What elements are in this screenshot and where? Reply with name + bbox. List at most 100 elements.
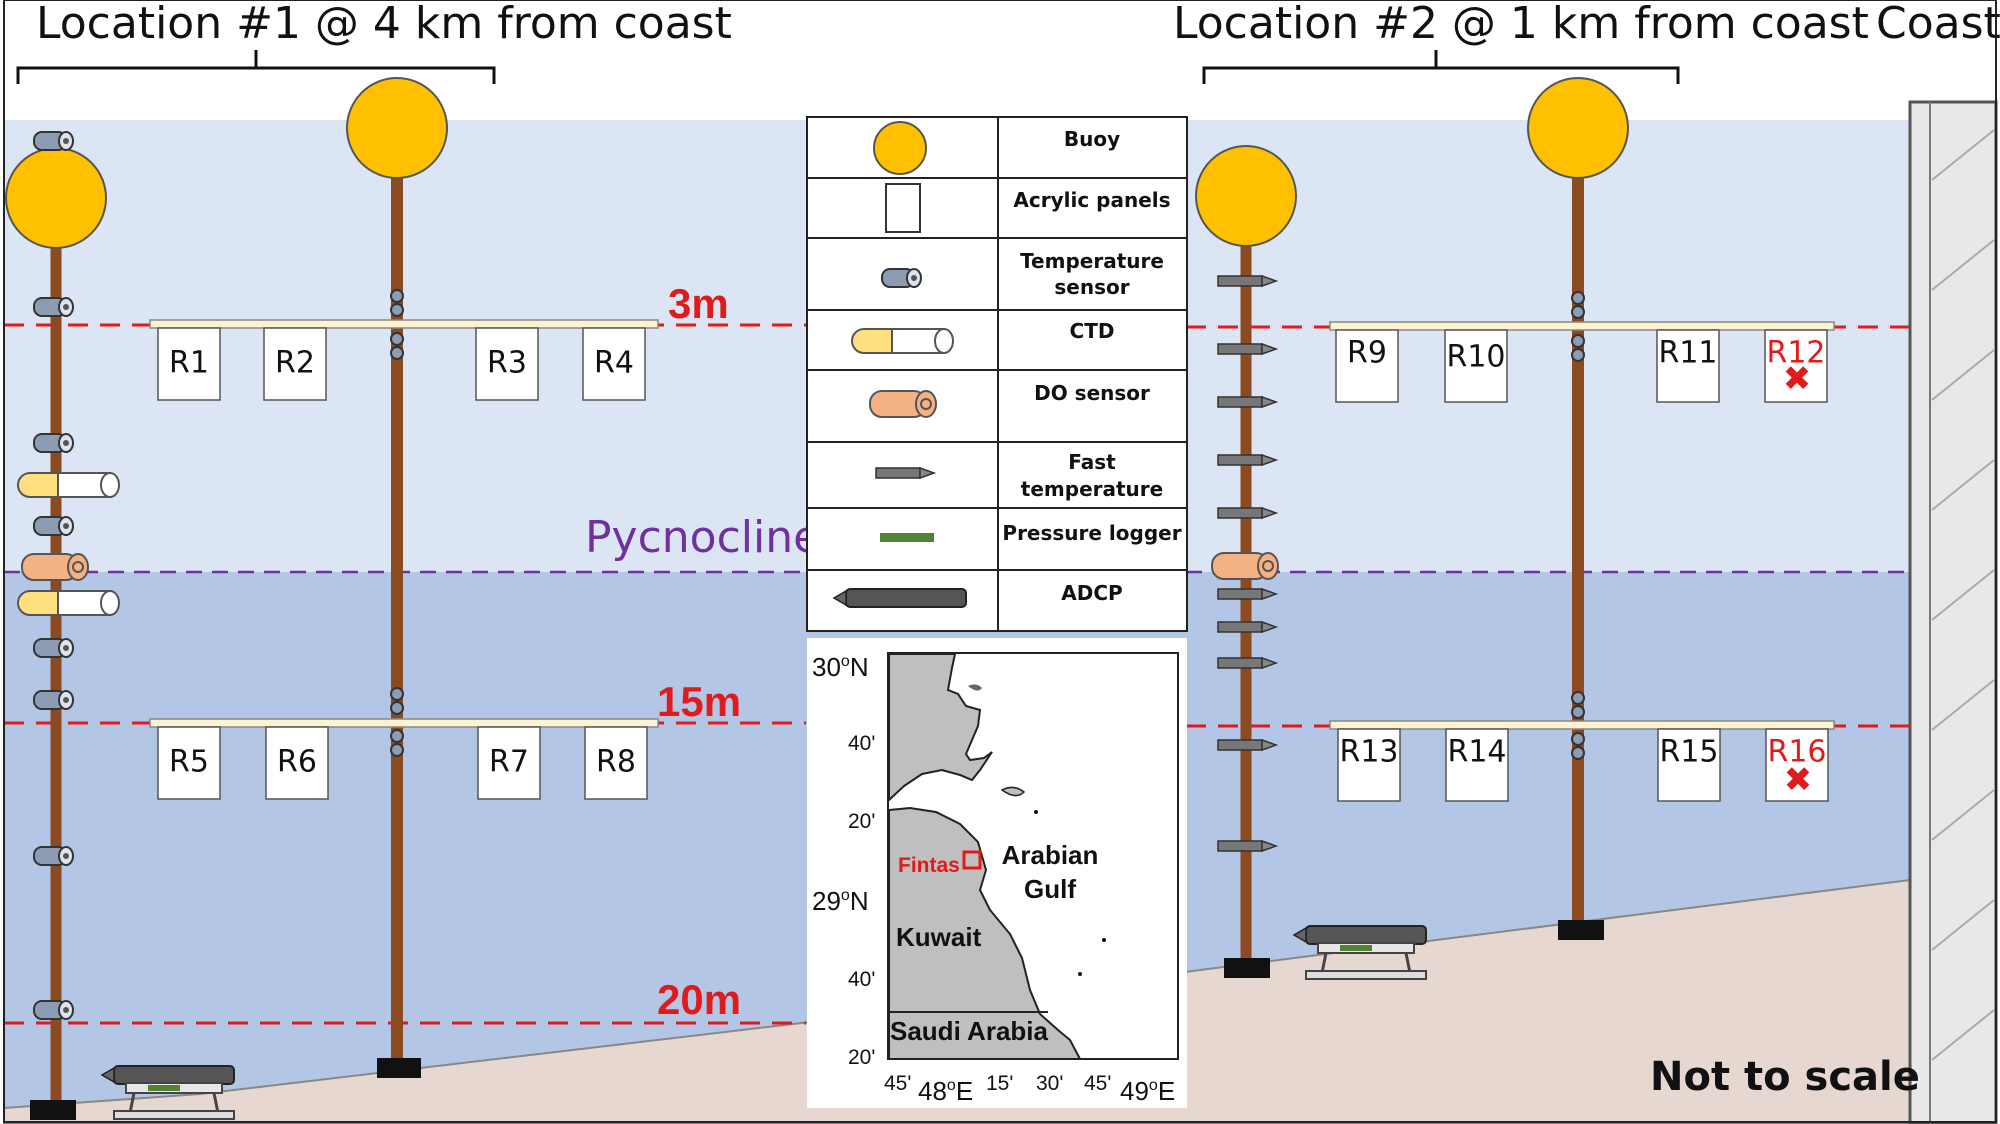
legend-ctd-label: CTD <box>1070 319 1115 343</box>
panel-r6: R6 <box>265 726 329 800</box>
location-2-title: Location #2 @ 1 km from coast <box>1173 0 1869 49</box>
lat-30-label: 30oN <box>812 652 869 682</box>
fintas-marker <box>962 850 982 870</box>
legend-temp-label-2: sensor <box>1054 275 1129 299</box>
lat-20-label: 20' <box>848 810 875 833</box>
kuwait-land <box>888 806 1082 1060</box>
panel-r7: R7 <box>477 726 541 800</box>
lat-40-label: 40' <box>848 732 875 755</box>
fast-temperature-icon <box>1217 343 1277 355</box>
panel-r12: R12✖ <box>1764 329 1828 403</box>
saudi-arabia-label: Saudi Arabia <box>890 1016 1049 1046</box>
legend-temp-label-1: Temperature <box>1020 249 1164 273</box>
svg-text:R8: R8 <box>596 745 636 780</box>
temperature-sensor-icon <box>33 690 74 710</box>
location-1-bracket <box>16 50 496 84</box>
temperature-sensor-icon <box>33 131 74 151</box>
svg-text:R3: R3 <box>487 346 527 381</box>
svg-text:R14: R14 <box>1447 735 1506 770</box>
svg-text:R10: R10 <box>1446 340 1505 375</box>
coast-wall <box>1908 100 1998 1124</box>
lon-48-label: 48oE <box>918 1076 973 1106</box>
legend-adcp-label: ADCP <box>1061 581 1122 605</box>
panel-r10: R10 <box>1444 329 1508 403</box>
temperature-sensor-icon <box>33 297 74 317</box>
not-to-scale-label: Not to scale <box>1650 1054 1920 1100</box>
lon-45b-label: 45' <box>1084 1072 1111 1095</box>
panel-r13: R13 <box>1337 728 1401 802</box>
fast-temperature-icon <box>1217 657 1277 669</box>
temperature-sensor-icon <box>33 846 74 866</box>
location-2-bracket <box>1202 50 1680 84</box>
lon-45a-label: 45' <box>884 1072 911 1095</box>
fast-temperature-icon <box>1217 840 1277 852</box>
location-1-sensor-mooring <box>5 131 120 1120</box>
legend-table: Buoy Acrylic panels Temperature sensor C… <box>806 116 1188 632</box>
legend-acrylic-label: Acrylic panels <box>1013 188 1170 212</box>
location-2-panel-mooring <box>1329 77 1835 940</box>
lon-49-label: 49oE <box>1120 1076 1175 1106</box>
inset-map: Fintas Arabian Gulf Kuwait Saudi Arabia … <box>807 638 1187 1108</box>
location-2-sensor-mooring <box>1195 145 1297 978</box>
buoy-icon <box>873 121 927 175</box>
do-sensor-icon <box>869 390 937 418</box>
location-1-title: Location #1 @ 4 km from coast <box>36 0 732 49</box>
lon-15-label: 15' <box>986 1072 1013 1095</box>
depth-label-15m: 15m <box>657 678 741 725</box>
legend-pressure-label: Pressure logger <box>1002 521 1181 545</box>
ctd-icon <box>851 328 954 354</box>
do-sensor-icon <box>21 553 89 581</box>
legend-fast-label-1: Fast <box>1068 450 1116 474</box>
kuwait-label: Kuwait <box>896 922 982 952</box>
buoy-icon <box>1527 77 1629 179</box>
fast-temperature-icon <box>1217 454 1277 466</box>
gulf-label: Gulf <box>1024 874 1076 904</box>
svg-text:R6: R6 <box>277 745 317 780</box>
missing-mark-icon: ✖ <box>1784 760 1813 800</box>
buoy-icon <box>1195 145 1297 247</box>
panel-r3: R3 <box>475 327 539 401</box>
fast-temperature-icon <box>1217 396 1277 408</box>
legend-buoy-label: Buoy <box>1064 127 1120 151</box>
svg-text:R12: R12 <box>1766 336 1825 371</box>
lat-29-label: 29oN <box>812 886 869 916</box>
depth-label-20m: 20m <box>657 976 741 1023</box>
fast-temperature-icon <box>1217 739 1277 751</box>
pycnocline-label: Pycnocline <box>585 512 820 563</box>
location-1-panel-mooring <box>149 77 659 1078</box>
depth-label-3m: 3m <box>668 280 729 327</box>
fast-temperature-icon <box>1217 588 1277 600</box>
svg-text:R5: R5 <box>169 745 209 780</box>
panel-r4: R4 <box>582 327 646 401</box>
fast-temperature-icon <box>1217 275 1277 287</box>
arabian-label: Arabian <box>1002 840 1099 870</box>
temperature-sensor-icon <box>33 516 74 536</box>
temperature-sensor-icon <box>33 1000 74 1020</box>
ctd-icon <box>17 590 120 616</box>
fast-temperature-icon <box>875 467 935 479</box>
legend-do-label: DO sensor <box>1034 381 1150 405</box>
lat-20b-label: 20' <box>848 1046 875 1069</box>
lon-30-label: 30' <box>1036 1072 1063 1095</box>
legend-fast-label-2: temperature <box>1021 477 1163 501</box>
temperature-sensor-icon <box>33 433 74 453</box>
panel-r5: R5 <box>157 726 221 800</box>
adcp-icon <box>833 588 967 608</box>
svg-text:R1: R1 <box>169 346 209 381</box>
svg-text:R7: R7 <box>489 745 529 780</box>
panel-r15: R15 <box>1657 728 1721 802</box>
do-sensor-icon <box>1211 552 1279 580</box>
sea-surface <box>4 0 1924 120</box>
svg-text:R11: R11 <box>1658 336 1717 371</box>
temperature-sensor-icon <box>33 638 74 658</box>
acrylic-panel-icon <box>885 183 921 233</box>
svg-text:R13: R13 <box>1339 735 1398 770</box>
fast-temperature-icon <box>1217 621 1277 633</box>
svg-text:R4: R4 <box>594 346 634 381</box>
fintas-label: Fintas <box>898 854 960 877</box>
svg-text:R15: R15 <box>1659 735 1718 770</box>
lat-40b-label: 40' <box>848 968 875 991</box>
iraq-coast <box>888 653 993 803</box>
